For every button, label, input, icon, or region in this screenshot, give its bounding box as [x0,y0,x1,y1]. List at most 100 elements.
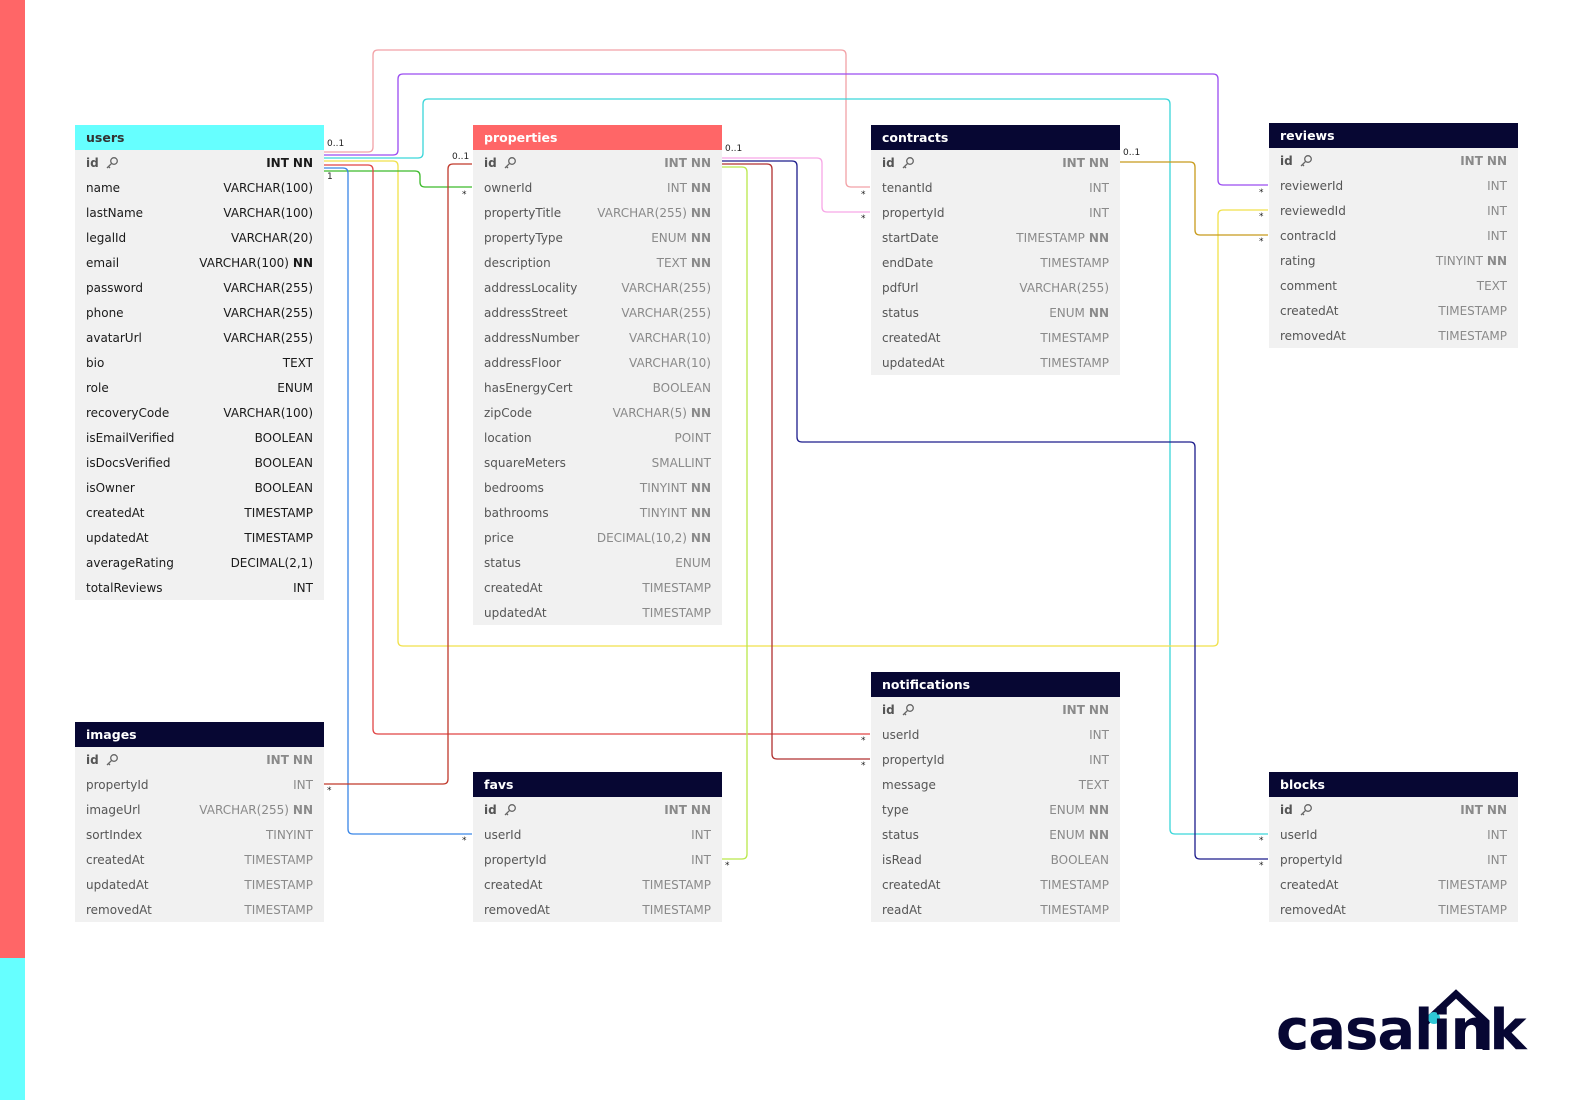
field-type: VARCHAR(255) [199,802,289,817]
field-name-cell: id [882,703,915,717]
field-name: userId [484,827,522,842]
field-name-cell: updatedAt [86,531,149,545]
field-type: INT [1089,727,1109,742]
field-name: startDate [882,230,939,245]
field-name-cell: id [484,156,517,170]
field-name: ownerId [484,180,533,195]
field-name-cell: propertyId [484,853,547,867]
cardinality-label: * [1259,212,1264,222]
field-type: INT [1487,827,1507,842]
